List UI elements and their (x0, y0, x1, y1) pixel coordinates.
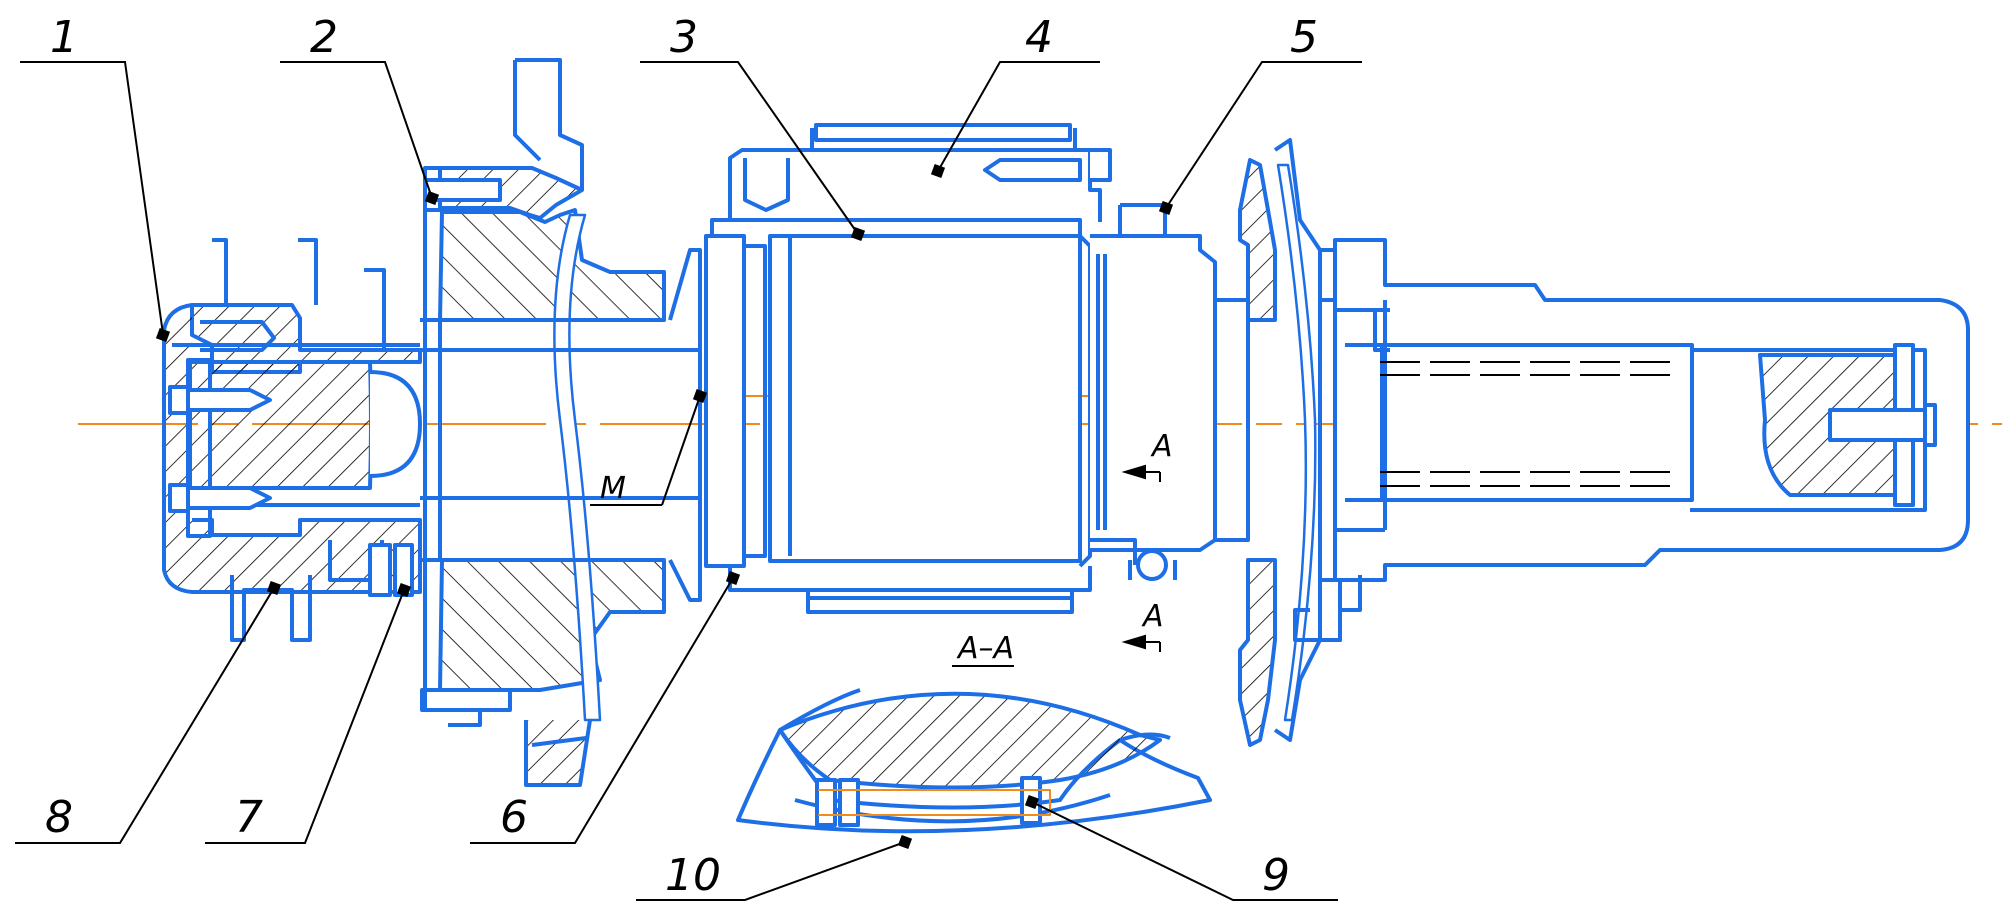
callout-6: 6 (500, 792, 528, 843)
callout-3: 3 (670, 12, 698, 63)
leader-3 (640, 61, 859, 235)
leader-7 (205, 589, 405, 844)
callout-4: 4 (1025, 12, 1053, 63)
section-arrow-letter-upper: A (1150, 429, 1173, 464)
section-a-a (736, 688, 1212, 834)
diameter-mark: M (600, 471, 626, 506)
callout-marker-5 (1158, 200, 1174, 216)
shaft-left (420, 248, 702, 602)
callout-8: 8 (45, 792, 73, 843)
section-arrow-upper (1121, 464, 1161, 482)
callout-marker-9 (1024, 794, 1040, 810)
section-arrow-letter-lower: A (1141, 599, 1164, 634)
callout-2: 2 (310, 12, 338, 63)
flange-disc (1238, 138, 1342, 747)
callout-marker-3 (850, 226, 866, 242)
leader-6 (470, 577, 734, 844)
callout-marker-8 (266, 580, 282, 596)
callout-marker-6 (725, 570, 741, 586)
coupling-5 (1090, 203, 1250, 581)
output-shaft-hidden-lines (1380, 361, 1680, 487)
leader-10 (636, 841, 906, 901)
studs-left (200, 238, 386, 352)
callout-9: 9 (1262, 850, 1290, 901)
callout-1: 1 (50, 12, 78, 63)
callout-marker-10 (897, 834, 913, 850)
break-line-housing (553, 213, 602, 722)
callout-10: 10 (665, 850, 721, 901)
callout-marker-7 (396, 582, 412, 598)
sleeve-ring-6 (704, 234, 767, 568)
end-plug (168, 358, 422, 538)
leader-5 (1165, 61, 1362, 209)
section-title: A–A (956, 631, 1014, 666)
leader-4 (937, 61, 1100, 172)
leader-9 (1031, 801, 1338, 901)
diameter-leader (661, 395, 701, 506)
section-arrow-lower (1121, 634, 1161, 652)
callout-5: 5 (1290, 12, 1318, 63)
callout-marker-4 (930, 163, 946, 179)
callout-7: 7 (235, 792, 263, 843)
callout-marker-2 (424, 190, 440, 206)
leader-2 (280, 61, 433, 199)
rotor-body-3 (710, 218, 1092, 568)
leader-8 (15, 587, 275, 844)
callout-marker-1 (155, 327, 171, 343)
output-key-region (1758, 343, 1937, 507)
leader-1 (20, 61, 164, 335)
callout-marker-m (692, 388, 708, 404)
bearing-housing (420, 58, 666, 787)
